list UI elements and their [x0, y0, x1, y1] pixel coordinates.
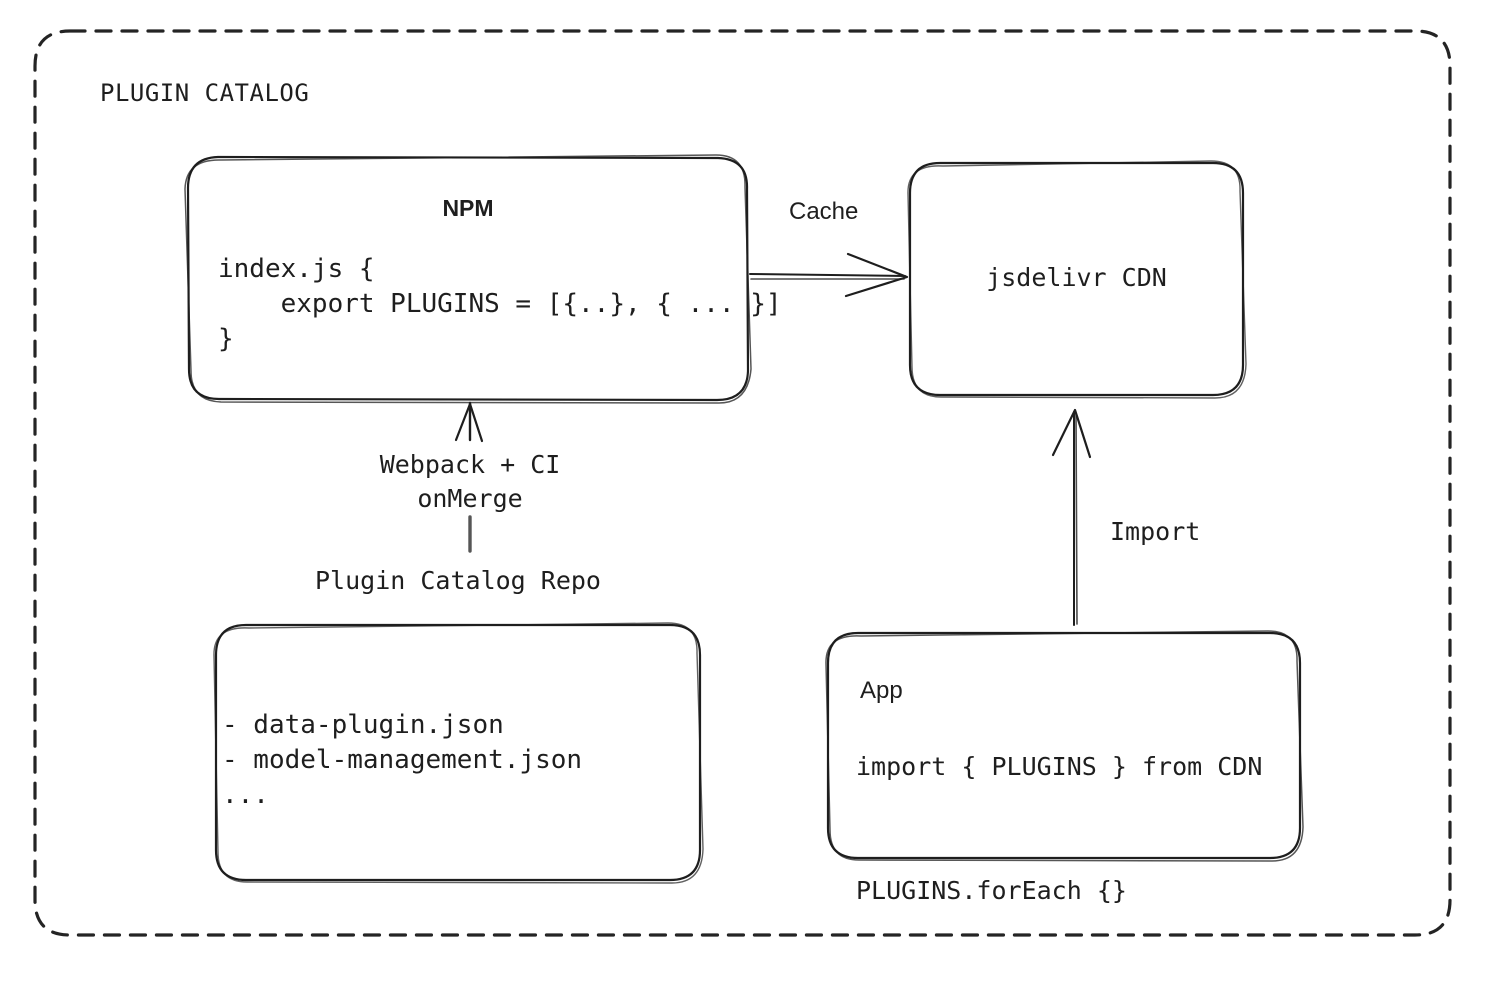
group-title: PLUGIN CATALOG — [100, 79, 310, 107]
cache-edge-label: Cache — [789, 198, 859, 225]
build-edge-label: Webpack + CI onMerge — [379, 450, 561, 513]
build-arrow-head — [454, 402, 484, 443]
cdn-node-title: jsdelivr CDN — [986, 263, 1167, 292]
npm-node-code: index.js { export PLUGINS = [{..}, { ...… — [218, 254, 782, 354]
import-arrow-shaft-2 — [1075, 413, 1078, 625]
import-arrow-head — [1051, 408, 1092, 459]
import-edge-label: Import — [1110, 517, 1201, 546]
app-node-title: App — [860, 677, 903, 704]
npm-node-title: NPM — [442, 195, 494, 221]
app-node-code: import { PLUGINS } from CDN PLUGINS.forE… — [856, 752, 1263, 905]
cache-arrow-head — [844, 252, 909, 298]
repo-node-label: Plugin Catalog Repo — [315, 566, 601, 595]
repo-node-files: - data-plugin.json - model-management.js… — [222, 710, 583, 810]
